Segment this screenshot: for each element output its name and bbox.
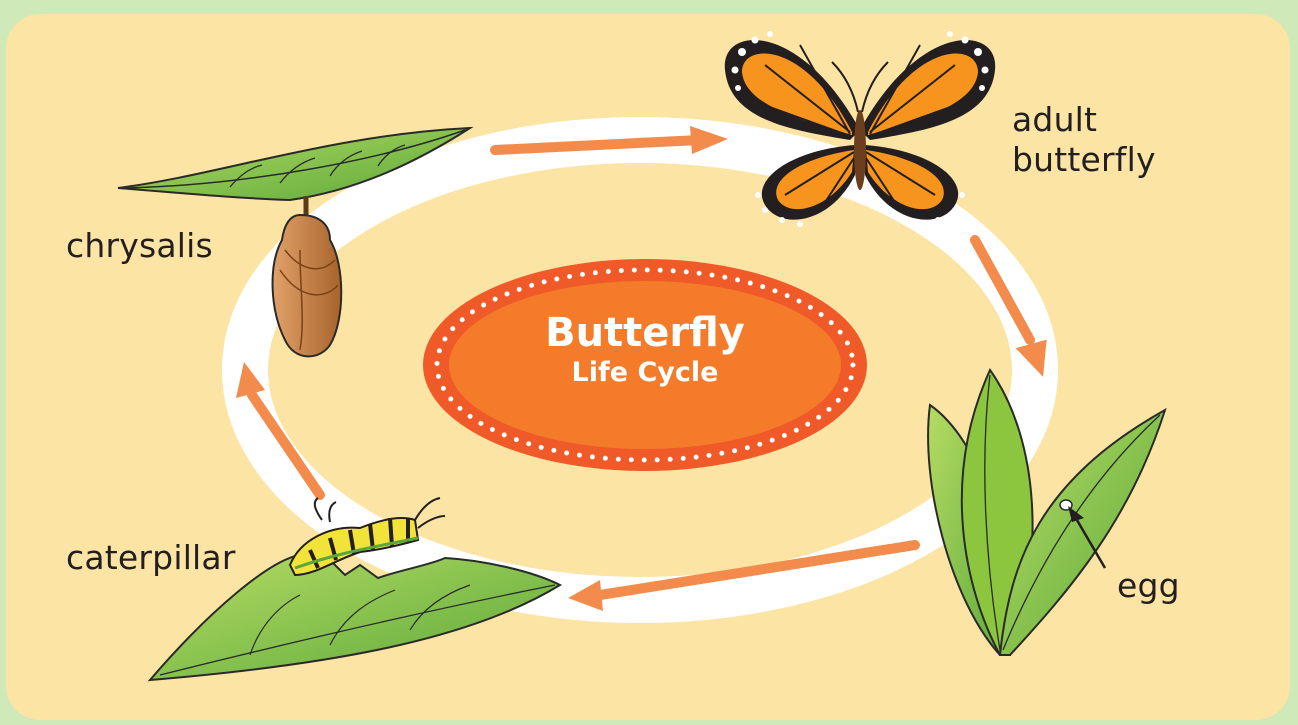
label-chrysalis: chrysalis [66, 226, 213, 266]
title-line-1: Butterfly [430, 313, 860, 353]
label-adult-butterfly: adult butterfly [1012, 100, 1156, 180]
label-caterpillar: caterpillar [66, 538, 236, 578]
title-line-2: Life Cycle [430, 359, 860, 386]
label-egg: egg [1117, 566, 1180, 606]
diagram-title: Butterfly Life Cycle [430, 313, 860, 386]
